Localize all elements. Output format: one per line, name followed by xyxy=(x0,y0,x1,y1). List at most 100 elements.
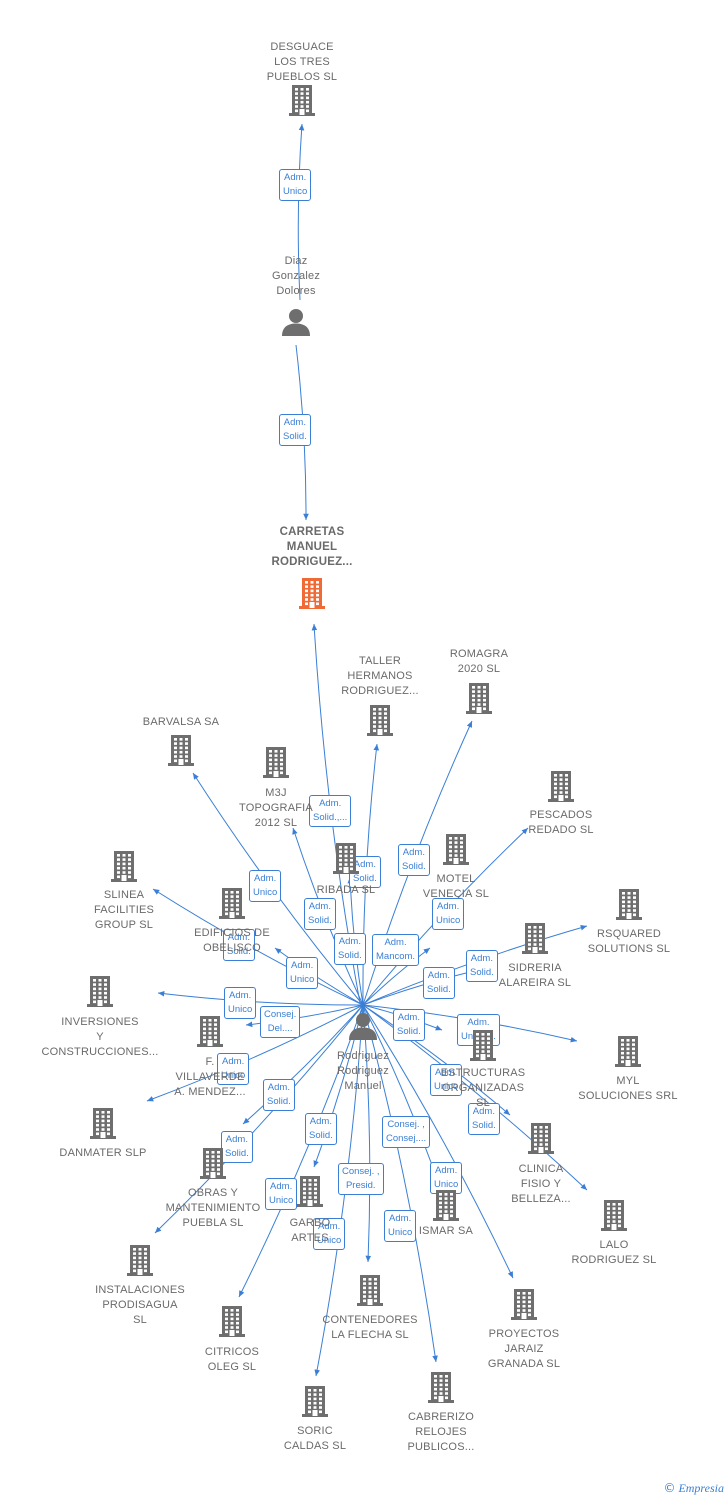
node-label[interactable]: MYL SOLUCIONES SRL xyxy=(578,1075,678,1102)
edge-role-label[interactable]: Adm. Solid. xyxy=(223,929,255,961)
edge-role-label[interactable]: Adm. Solid. xyxy=(393,1009,425,1041)
node-label[interactable]: PESCADOS REDADO SL xyxy=(528,809,594,836)
building-icon xyxy=(443,834,469,865)
edge-role-label[interactable]: Adm. Solid. xyxy=(221,1131,253,1163)
node-label[interactable]: CLINICA FISIO Y BELLEZA... xyxy=(511,1163,571,1205)
edge-role-label[interactable]: Adm. Solid.,... xyxy=(309,795,352,827)
edge-role-label[interactable]: Consej. , Consej.... xyxy=(382,1116,431,1148)
company-icon[interactable] xyxy=(297,1175,323,1212)
edge-role-label[interactable]: Adm. Unico xyxy=(217,1053,250,1085)
edge-role-label[interactable]: Adm. Unico xyxy=(430,1064,463,1096)
edge-role-label[interactable]: Adm. Unico xyxy=(249,870,282,902)
building-icon xyxy=(90,1108,116,1139)
company-icon[interactable] xyxy=(443,833,469,870)
edge-rodriguez-edificios xyxy=(274,947,364,1006)
company-icon[interactable] xyxy=(601,1199,627,1236)
company-icon[interactable] xyxy=(428,1371,454,1408)
company-icon[interactable] xyxy=(333,842,359,879)
company-icon[interactable] xyxy=(615,1035,641,1072)
node-label[interactable]: CONTENEDORES LA FLECHA SL xyxy=(322,1314,418,1341)
node-label[interactable]: Rodriguez Rodriguez Manuel xyxy=(337,1050,389,1092)
edge-role-label[interactable]: Adm. Solid. xyxy=(334,933,366,965)
node-label[interactable]: DANMATER SLP xyxy=(59,1147,147,1159)
building-icon xyxy=(428,1372,454,1403)
node-label[interactable]: Diaz Gonzalez Dolores xyxy=(271,255,321,297)
node-label[interactable]: F. VILLAVERDE A. MENDEZ... xyxy=(174,1056,246,1098)
node-label[interactable]: MOTEL VENECIA SL xyxy=(422,873,490,900)
company-icon[interactable] xyxy=(470,1029,496,1066)
company-icon[interactable] xyxy=(219,887,245,924)
company-icon[interactable] xyxy=(127,1244,153,1281)
person-icon[interactable] xyxy=(348,1012,378,1045)
node-label[interactable]: RIBADA SL xyxy=(316,884,376,896)
company-icon[interactable] xyxy=(616,888,642,925)
company-icon[interactable] xyxy=(548,770,574,807)
edge-role-label[interactable]: Adm. Unico xyxy=(286,957,319,989)
edge-role-label[interactable]: Adm. Solid. xyxy=(423,967,455,999)
node-label[interactable]: SIDRERIA ALAREIRA SL xyxy=(498,962,572,989)
node-label[interactable]: PROYECTOS JARAIZ GRANADA SL xyxy=(487,1328,561,1370)
company-icon[interactable] xyxy=(522,922,548,959)
node-label[interactable]: EDIFICIOS DE OBELISCO xyxy=(194,927,270,954)
company-icon[interactable] xyxy=(111,850,137,887)
node-label[interactable]: GARBO ARTES xyxy=(289,1217,331,1244)
node-label[interactable]: BARVALSA SA xyxy=(142,716,220,728)
edge-rodriguez-inversiones xyxy=(157,990,364,1006)
edge-role-label[interactable]: Adm. Unico xyxy=(279,169,312,201)
company-icon[interactable] xyxy=(433,1189,459,1226)
edge-rodriguez-slinea xyxy=(152,888,364,1006)
company-icon[interactable] xyxy=(466,682,492,719)
company-icon[interactable] xyxy=(219,1305,245,1342)
company-icon[interactable] xyxy=(302,1385,328,1422)
company-icon[interactable] xyxy=(200,1147,226,1184)
node-label[interactable]: INVERSIONES Y CONSTRUCCIONES... xyxy=(41,1016,159,1058)
edge-role-label[interactable]: Adm. Solid. xyxy=(466,950,498,982)
node-label[interactable]: RSQUARED SOLUTIONS SL xyxy=(587,928,671,955)
node-label[interactable]: ESTRUCTURAS ORGANIZADAS SL xyxy=(440,1067,526,1109)
node-label[interactable]: CABRERIZO RELOJES PUBLICOS... xyxy=(407,1411,475,1453)
company-icon[interactable] xyxy=(511,1288,537,1325)
edge-role-label[interactable]: Consej. , Presid. xyxy=(338,1163,384,1195)
company-icon[interactable] xyxy=(357,1274,383,1311)
node-label[interactable]: SORIC CALDAS SL xyxy=(283,1425,347,1452)
edge-role-label[interactable]: Adm. Solid. xyxy=(398,844,430,876)
building-icon xyxy=(127,1245,153,1276)
node-label[interactable]: TALLER HERMANOS RODRIGUEZ... xyxy=(341,655,419,697)
company-icon[interactable] xyxy=(168,734,194,771)
node-label[interactable]: INSTALACIONES PRODISAGUA SL xyxy=(95,1284,185,1326)
company-icon[interactable] xyxy=(197,1015,223,1052)
edge-rodriguez-motel xyxy=(362,947,431,1006)
node-label[interactable]: SLINEA FACILITIES GROUP SL xyxy=(93,889,155,931)
node-label[interactable]: ROMAGRA 2020 SL xyxy=(449,648,509,675)
edge-role-label[interactable]: Adm. Mancom. xyxy=(372,934,420,966)
edge-role-label[interactable]: Adm. Solid. xyxy=(279,414,311,446)
person-icon[interactable] xyxy=(281,308,311,341)
edge-rodriguez-ismar xyxy=(362,1004,438,1180)
node-label[interactable]: M3J TOPOGRAFIA 2012 SL xyxy=(239,787,313,829)
company-icon[interactable] xyxy=(289,84,315,121)
company-icon[interactable] xyxy=(367,704,393,741)
company-icon[interactable] xyxy=(263,746,289,783)
node-label[interactable]: LALO RODRIGUEZ SL xyxy=(571,1239,657,1266)
edge-role-label[interactable]: Adm. Solid. xyxy=(263,1079,295,1111)
node-label[interactable]: DESGUACE LOS TRES PUEBLOS SL xyxy=(266,41,338,83)
company-icon[interactable] xyxy=(87,975,113,1012)
main-company-icon[interactable] xyxy=(299,577,325,614)
edge-role-label[interactable]: Adm. Unico xyxy=(224,987,257,1019)
edge-role-label[interactable]: Adm. Unico xyxy=(384,1210,417,1242)
node-label[interactable]: CITRICOS OLEG SL xyxy=(204,1346,260,1373)
person-icon-graphic xyxy=(349,1013,377,1040)
node-label[interactable]: OBRAS Y MANTENIMIENTO PUEBLA SL xyxy=(165,1187,261,1229)
edge-role-label[interactable]: Adm. Solid. xyxy=(304,898,336,930)
edge-role-label[interactable]: Adm. Solid. xyxy=(468,1103,500,1135)
node-label[interactable]: ISMAR SA xyxy=(418,1225,474,1237)
node-label[interactable]: CARRETAS MANUEL RODRIGUEZ... xyxy=(271,526,353,568)
edge-role-label[interactable]: Adm. Unico xyxy=(432,898,465,930)
building-icon xyxy=(522,923,548,954)
edge-role-label[interactable]: Adm. Unico xyxy=(313,1218,346,1250)
company-icon[interactable] xyxy=(528,1122,554,1159)
edge-role-label[interactable]: Consej. Del.... xyxy=(260,1006,301,1038)
company-icon[interactable] xyxy=(90,1107,116,1144)
edge-role-label[interactable]: Adm. Unico xyxy=(265,1178,298,1210)
edge-role-label[interactable]: Adm. Solid. xyxy=(305,1113,337,1145)
